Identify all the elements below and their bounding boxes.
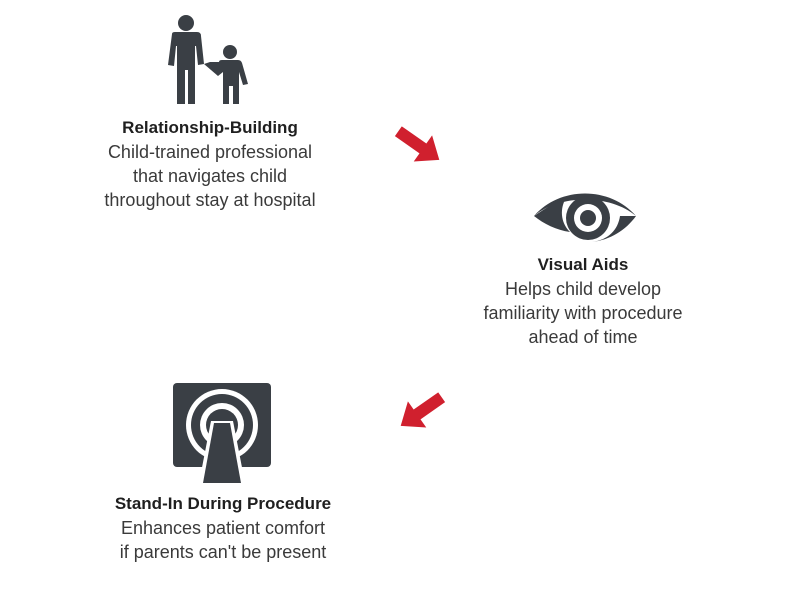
mri-scanner-icon xyxy=(173,383,271,483)
step-relationship-building: Relationship-Building Child-trained prof… xyxy=(60,116,360,212)
step-visual-aids: Visual Aids Helps child develop familiar… xyxy=(433,253,733,349)
step-title: Visual Aids xyxy=(537,255,629,274)
step-desc-line: throughout stay at hospital xyxy=(104,190,316,210)
step-desc-line: Enhances patient comfort xyxy=(120,518,326,538)
step-desc-line: ahead of time xyxy=(528,327,638,347)
parent-child-icon xyxy=(168,15,248,104)
arrow-down-right-icon xyxy=(394,126,440,162)
step-desc-line: that navigates child xyxy=(132,166,288,186)
eye-icon xyxy=(534,193,636,242)
step-desc-line: familiarity with procedure xyxy=(483,303,683,323)
step-title: Stand-In During Procedure xyxy=(114,494,332,513)
step-desc-line: Child-trained professional xyxy=(107,142,313,162)
arrow-down-left-icon xyxy=(400,392,446,428)
step-title: Relationship-Building xyxy=(122,118,298,137)
step-desc-line: if parents can't be present xyxy=(119,542,327,562)
step-stand-in: Stand-In During Procedure Enhances patie… xyxy=(68,492,378,564)
step-desc-line: Helps child develop xyxy=(504,279,662,299)
